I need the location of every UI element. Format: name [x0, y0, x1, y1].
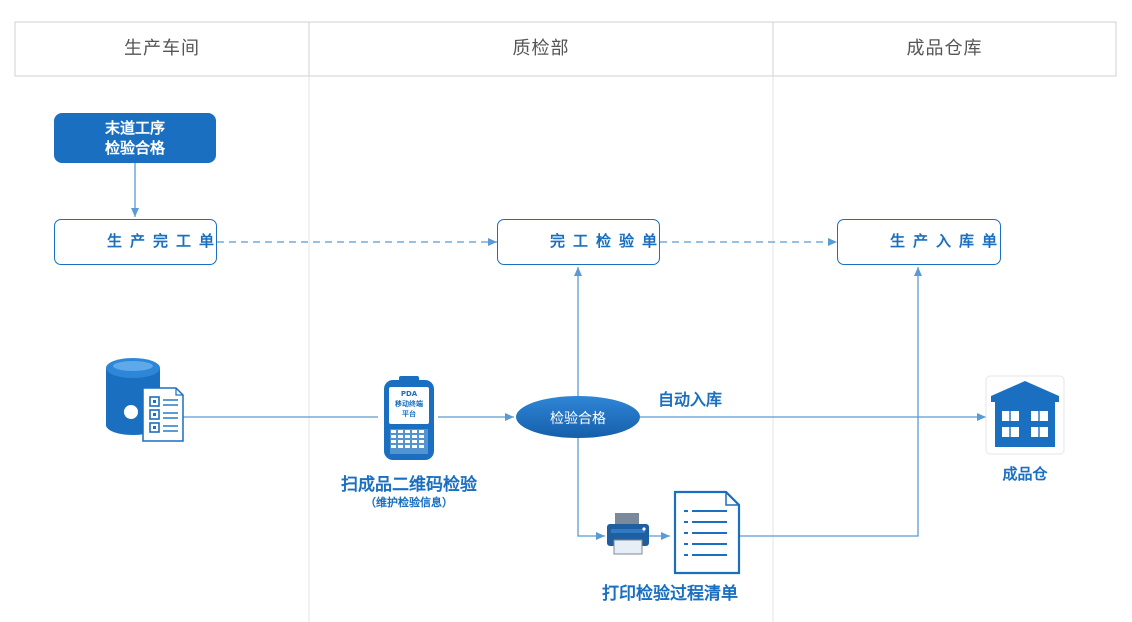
pda-screen-text: PDA 移动终端 平台 — [389, 389, 429, 419]
inspection-list-icon — [673, 490, 741, 575]
doc-warehouse-entry-label: 生产入库单 — [890, 232, 1006, 250]
warehouse-label: 成品仓 — [1002, 465, 1048, 483]
warehouse-icon — [985, 375, 1065, 455]
lane-title-production: 生产车间 — [124, 38, 200, 59]
qr-document-icon — [142, 387, 184, 442]
pda-line1: PDA — [400, 390, 418, 398]
print-list-label: 打印检验过程清单 — [602, 584, 738, 604]
arrow-pass-to-printer — [577, 438, 605, 540]
doc-production-complete: 生产完工单 — [54, 219, 217, 265]
lane-title-warehouse: 成品仓库 — [906, 38, 983, 59]
doc-completion-inspection: 完工检验单 — [497, 219, 660, 265]
start-step-label: 末道工序 检验合格 — [54, 118, 216, 158]
lane-title-quality: 质检部 — [512, 38, 570, 59]
arrow-list-to-doc3 — [740, 267, 922, 537]
doc-completion-inspection-label: 完工检验单 — [550, 232, 666, 250]
pda-device-icon — [384, 376, 434, 460]
scan-title: 扫成品二维码检验 — [341, 475, 477, 495]
inspection-pass-label: 检验合格 — [550, 411, 606, 427]
lane-header-row — [14, 21, 1117, 77]
inspection-pass-node — [516, 396, 640, 438]
pda-line3: 平台 — [402, 410, 416, 418]
start-step-line1: 末道工序 — [104, 119, 165, 137]
doc-warehouse-entry: 生产入库单 — [837, 219, 1001, 265]
start-step-box — [54, 113, 216, 163]
printer-icon — [607, 513, 649, 555]
auto-entry-label: 自动入库 — [658, 390, 723, 409]
start-step-line2: 检验合格 — [104, 139, 165, 157]
scan-subtitle: （维护检验信息） — [365, 496, 453, 509]
pda-line2: 移动终端 — [395, 400, 423, 408]
doc-production-complete-label: 生产完工单 — [107, 232, 223, 250]
